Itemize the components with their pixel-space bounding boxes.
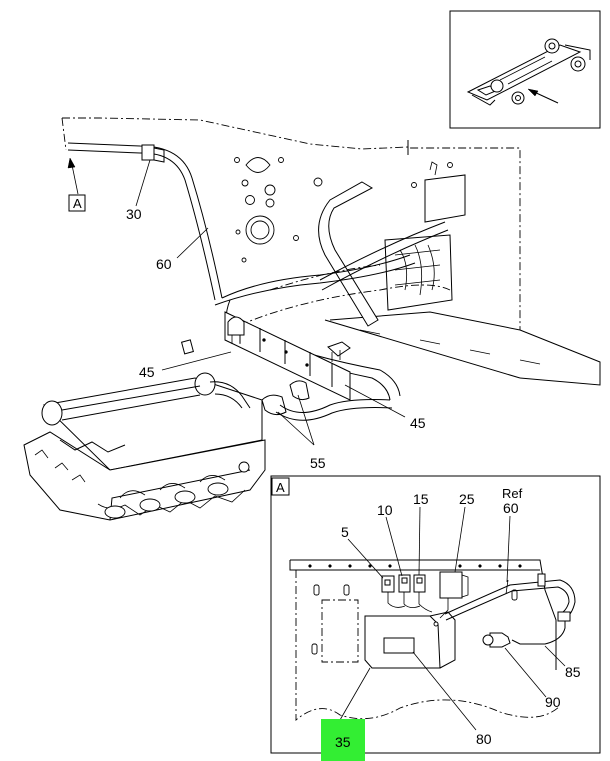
hose-clamps-55 [261,380,393,421]
junction-box [384,161,466,311]
connector-plug [180,339,194,355]
callout-labels: 30 60 45 45 55 A A 5 10 15 25 Ref 60 85 … [73,196,581,750]
detail-view-title: A [276,480,285,495]
leader-lines-main [135,159,406,446]
main-view [23,117,601,521]
mounting-plate-outline [321,599,359,663]
chassis-locator-illustration [466,38,591,106]
panel-holes [234,157,453,263]
panel-holes-detail [308,564,522,655]
callout-15: 15 [413,491,429,507]
relay-10 [398,574,421,608]
callout-55: 55 [310,455,326,471]
callout-35: 35 [335,734,351,750]
callout-90: 90 [545,694,561,710]
highlight-callout-35 [321,719,365,761]
cab-panel-outline [62,117,521,330]
sensor-90 [482,632,511,648]
callout-30: 30 [126,206,142,222]
callout-85: 85 [565,664,581,680]
view-a-reference [67,157,86,212]
locator-inset [449,10,601,129]
callout-10: 10 [377,502,393,518]
engine-assembly [23,372,266,521]
callout-60-ref: 60 [503,500,519,516]
relay-15 [413,574,433,613]
callout-45-left: 45 [139,364,155,380]
clamp-45-right [327,341,351,362]
callout-60: 60 [156,256,172,272]
leader-lines-detail [339,506,566,731]
harness-detail [444,573,576,645]
support-bracket [318,181,379,327]
relay-25 [439,571,469,619]
locator-arrow [527,88,559,104]
relay-5 [381,575,406,608]
callout-25: 25 [459,491,475,507]
module-label-80 [383,637,415,654]
callout-ref: Ref [502,486,523,501]
callout-80: 80 [476,731,492,747]
clip-30 [141,144,165,163]
clamp-45-left [227,316,245,344]
view-ref-a: A [73,196,82,211]
harness-60 [67,142,451,401]
detail-view-a [270,475,601,761]
callout-5: 5 [341,524,349,540]
control-module [364,611,456,669]
callout-45-right: 45 [410,415,426,431]
